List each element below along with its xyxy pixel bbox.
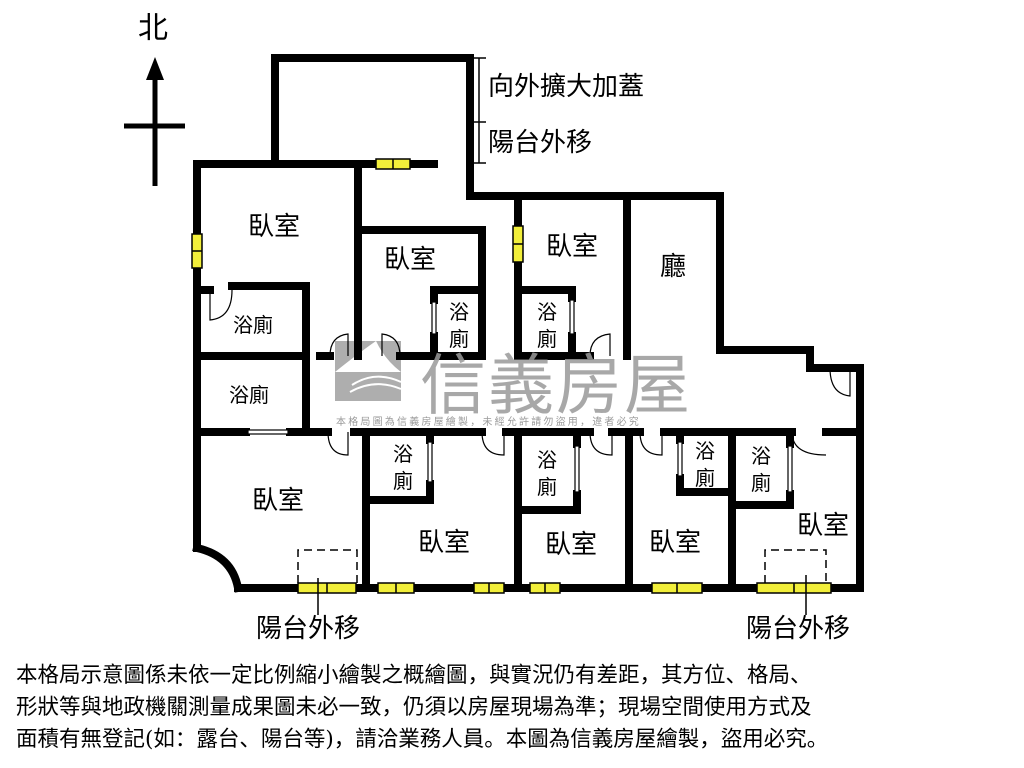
floor-plan-drawing (124, 54, 864, 615)
balcony-annotation-bottom-left: 陽台外移 (256, 614, 361, 644)
watermark-brand: 信義房屋 (420, 347, 692, 424)
room-label-bath-se: 浴廁 (751, 444, 771, 495)
room-label-bath-nw-1: 浴廁 (233, 313, 273, 337)
room-label-bath-s-2: 浴廁 (393, 442, 413, 493)
room-label-bath-nw-2: 浴廁 (229, 383, 269, 407)
room-label-bedroom-nw: 臥室 (248, 212, 301, 242)
room-label-bedroom-s-3: 臥室 (545, 530, 598, 560)
balcony-annotation-bottom-right: 陽台外移 (746, 614, 851, 644)
disclaimer-line-1: 本格局示意圖係未依一定比例縮小繪製之概繪圖，與實況仍有差距，其方位、格局、 (16, 663, 812, 688)
room-label-bath-s-3: 浴廁 (537, 448, 557, 499)
north-arrow-icon (124, 57, 185, 186)
room-label-bedroom-n-middle: 臥室 (384, 245, 437, 275)
watermark-notice: 本格局圖為信義房屋繪製，未經允許請勿盜用，違者必究 (336, 417, 641, 428)
room-label-bath-n-middle: 浴廁 (449, 300, 469, 351)
disclaimer-text: 本格局示意圖係未依一定比例縮小繪製之概繪圖，與實況仍有差距，其方位、格局、 形狀… (16, 660, 1016, 756)
balcony-markers (297, 57, 827, 615)
windows (191, 158, 832, 594)
doors (209, 289, 851, 493)
disclaimer-line-3: 面積有無登記(如：露台、陽台等)，請洽業務人員。本圖為信義房屋繪製，盜用必究。 (16, 727, 829, 752)
room-label-bedroom-s-2: 臥室 (418, 528, 471, 558)
room-label-bath-n-east: 浴廁 (537, 300, 557, 351)
brand-logo-icon (335, 341, 402, 401)
walls (192, 54, 864, 593)
north-label: 北 (138, 11, 168, 46)
expansion-annotation: 向外擴大加蓋 (488, 72, 645, 102)
room-label-living-room: 廳 (660, 252, 687, 282)
room-label-bedroom-n-east: 臥室 (546, 232, 599, 262)
disclaimer-line-2: 形狀等與地政機關測量成果圖未必一致，仍須以房屋現場為準；現場空間使用方式及 (16, 695, 812, 720)
room-label-bedroom-se: 臥室 (797, 511, 850, 541)
room-label-bath-s-4: 浴廁 (695, 439, 715, 490)
balcony-annotation-top: 陽台外移 (488, 128, 593, 158)
room-label-bedroom-s-4: 臥室 (649, 528, 702, 558)
room-label-bedroom-sw: 臥室 (252, 486, 305, 516)
